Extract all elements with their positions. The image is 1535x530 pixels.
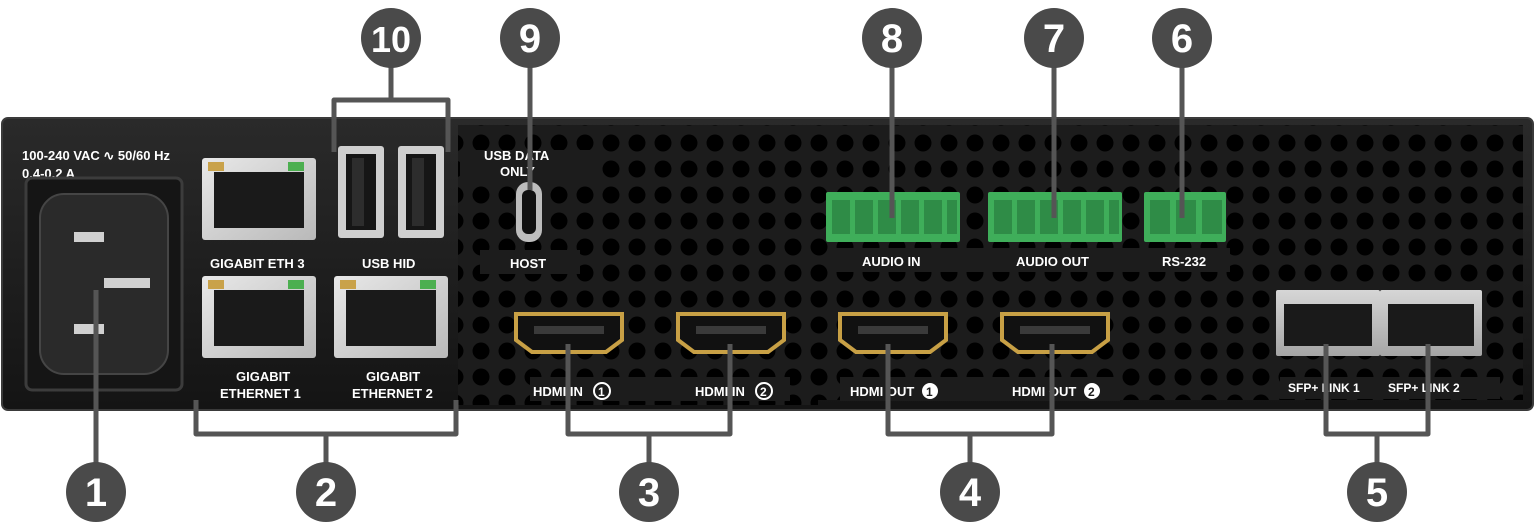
port-number-badge-out1 bbox=[922, 383, 938, 399]
hdmi-in-2-port[interactable] bbox=[676, 312, 786, 354]
label-usb-hid: USB HID bbox=[362, 256, 415, 271]
port-number-badge-in1 bbox=[593, 382, 611, 400]
svg-text:6: 6 bbox=[1171, 17, 1193, 61]
port-number-badge-in2 bbox=[755, 382, 773, 400]
usb-c-host-port[interactable] bbox=[516, 182, 542, 242]
callout-2: 2 bbox=[296, 462, 356, 522]
label-hdmi-out-2-number: 2 bbox=[1088, 385, 1095, 399]
label-hdmi-in-1: HDMI IN bbox=[533, 384, 583, 399]
rj45-gigabit-ethernet2[interactable] bbox=[334, 276, 448, 358]
usb-a-port-1[interactable] bbox=[338, 146, 384, 238]
svg-text:2: 2 bbox=[315, 471, 337, 515]
hdmi-out-1-port[interactable] bbox=[838, 312, 948, 354]
port-number-badge-out2 bbox=[1084, 383, 1100, 399]
label-usb-data-line2: ONLY bbox=[500, 164, 535, 179]
svg-text:3: 3 bbox=[638, 471, 660, 515]
usb-a-port-2[interactable] bbox=[398, 146, 444, 238]
sfp-link-2-port[interactable] bbox=[1380, 290, 1482, 356]
svg-text:8: 8 bbox=[881, 17, 903, 61]
callout-3: 3 bbox=[619, 462, 679, 522]
svg-text:7: 7 bbox=[1043, 17, 1065, 61]
label-gigabit-eth2-line2: ETHERNET 2 bbox=[352, 386, 433, 401]
svg-text:1: 1 bbox=[85, 471, 107, 515]
label-audio-in: AUDIO IN bbox=[862, 254, 921, 269]
callout-6: 6 bbox=[1152, 8, 1212, 68]
label-rs232: RS-232 bbox=[1162, 254, 1206, 269]
power-inlet[interactable] bbox=[24, 176, 184, 392]
label-usb-data-line1: USB DATA bbox=[484, 148, 550, 163]
label-hdmi-out-2: HDMI OUT bbox=[1012, 384, 1076, 399]
hdmi-in-1-port[interactable] bbox=[514, 312, 624, 354]
svg-text:5: 5 bbox=[1366, 471, 1388, 515]
callout-7: 7 bbox=[1024, 8, 1084, 68]
rj45-gigabit-eth3[interactable] bbox=[202, 158, 316, 240]
label-hdmi-in-2-number: 2 bbox=[760, 385, 767, 399]
label-audio-out: AUDIO OUT bbox=[1016, 254, 1089, 269]
label-hdmi-out-1-number: 1 bbox=[926, 385, 933, 399]
sfp-link-1-port[interactable] bbox=[1276, 290, 1380, 356]
hdmi-out-2-port[interactable] bbox=[1000, 312, 1110, 354]
callout-1: 1 bbox=[66, 462, 126, 522]
svg-text:9: 9 bbox=[519, 17, 541, 61]
bracket-10 bbox=[331, 64, 451, 152]
callout-9: 9 bbox=[500, 8, 560, 68]
label-host: HOST bbox=[510, 256, 546, 271]
callout-8: 8 bbox=[862, 8, 922, 68]
label-gigabit-eth1-line2: ETHERNET 1 bbox=[220, 386, 301, 401]
label-hdmi-in-1-number: 1 bbox=[598, 385, 605, 399]
label-gigabit-eth2-line1: GIGABIT bbox=[366, 369, 420, 384]
svg-text:4: 4 bbox=[959, 471, 982, 515]
callout-10: 10 bbox=[361, 8, 421, 68]
label-sfp-link-2: SFP+ LINK 2 bbox=[1388, 381, 1460, 395]
label-gigabit-eth1-line1: GIGABIT bbox=[236, 369, 290, 384]
rs232-terminal-block[interactable] bbox=[1144, 192, 1226, 242]
label-hdmi-out-1: HDMI OUT bbox=[850, 384, 914, 399]
label-gigabit-eth3: GIGABIT ETH 3 bbox=[210, 256, 305, 271]
rj45-gigabit-ethernet1[interactable] bbox=[202, 276, 316, 358]
svg-text:10: 10 bbox=[371, 19, 411, 60]
label-hdmi-in-2: HDMI IN bbox=[695, 384, 745, 399]
callout-4: 4 bbox=[940, 462, 1000, 522]
callout-5: 5 bbox=[1347, 462, 1407, 522]
power-rating-line1: 100-240 VAC ∿ 50/60 Hz bbox=[22, 148, 170, 163]
